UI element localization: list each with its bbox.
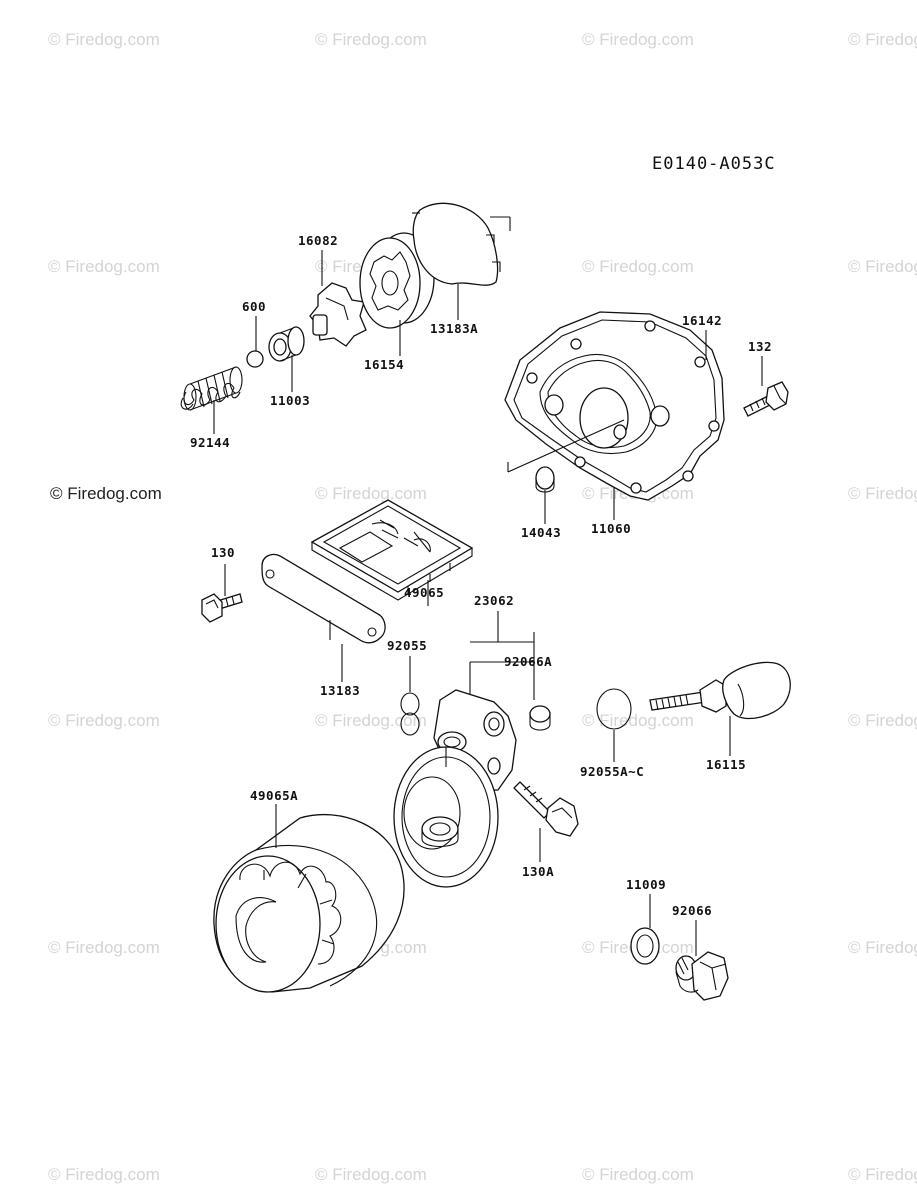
inner-rotor-part[interactable] [309,282,367,347]
spring-part[interactable] [180,366,243,411]
pump-cover-part[interactable] [504,311,725,501]
part-label: 14043 [521,525,561,540]
drain-plug-part[interactable] [675,951,729,1001]
part-label: 13183 [320,683,360,698]
watermark: © Firedog.com [48,711,160,730]
dipstick-part[interactable] [649,661,791,720]
part-label: 16142 [682,313,722,328]
part-label: 132 [748,339,772,354]
bolt-132-part[interactable] [743,381,789,417]
watermark: © Firedog.com [848,711,917,730]
diagram-code: E0140-A053C [652,154,776,174]
watermark: © Firedog.com [848,938,917,957]
watermark: © Firedog.com [315,484,427,503]
part-label: 49065 [404,585,444,600]
watermark: © Firedog.com [48,257,160,276]
oil-strainer-part[interactable] [310,499,474,601]
part-label: 92066A [504,654,552,669]
part-labels: 16082 600 11003 92144 16154 13183A 16142… [190,233,772,918]
part-label: 92055 [387,638,427,653]
watermark: © Firedog.com [582,711,694,730]
plug-92066A-part[interactable] [529,705,551,731]
watermark-primary: © Firedog.com [50,484,162,503]
o-ring-92055A-part[interactable] [596,688,632,730]
part-label: 16082 [298,233,338,248]
plug-14043-part[interactable] [535,466,555,493]
part-label: 13183A [430,321,478,336]
part-label: 16115 [706,757,746,772]
watermark: © Firedog.com [582,257,694,276]
watermark: © Firedog.com [848,1165,917,1184]
watermark: © Firedog.com [315,711,427,730]
watermark: © Firedog.com [315,1165,427,1184]
part-label: 11003 [270,393,310,408]
leader-lines [213,250,763,956]
filter-housing-part[interactable] [393,689,517,888]
watermark: © Firedog.com [48,30,160,49]
bolt-130A-part[interactable] [513,781,579,837]
part-label: 130 [211,545,235,560]
part-label: 49065A [250,788,298,803]
ball-part[interactable] [246,350,264,368]
watermark: © Firedog.com [848,30,917,49]
o-ring-92055-part[interactable] [400,692,420,736]
relief-valve-part[interactable] [268,326,305,362]
part-label: 92055A~C [580,764,644,779]
washer-part[interactable] [630,927,660,965]
part-label: 130A [522,864,554,879]
part-label: 600 [242,299,266,314]
part-label: 92144 [190,435,230,450]
bolt-130-part[interactable] [201,593,243,623]
watermark: © Firedog.com [582,30,694,49]
watermark: © Firedog.com [48,1165,160,1184]
part-label: 16154 [364,357,404,372]
watermark: © Firedog.com [48,938,160,957]
part-label: 11060 [591,521,631,536]
pump-gasket-part[interactable] [412,202,511,286]
oil-filter-part[interactable] [213,813,405,993]
watermark: © Firedog.com [582,1165,694,1184]
watermark: © Firedog.com [848,257,917,276]
part-label: 23062 [474,593,514,608]
watermark: © Firedog.com [315,30,427,49]
part-label: 92066 [672,903,712,918]
watermark: © Firedog.com [848,484,917,503]
strainer-gasket-part[interactable] [261,553,386,644]
part-label: 11009 [626,877,666,892]
